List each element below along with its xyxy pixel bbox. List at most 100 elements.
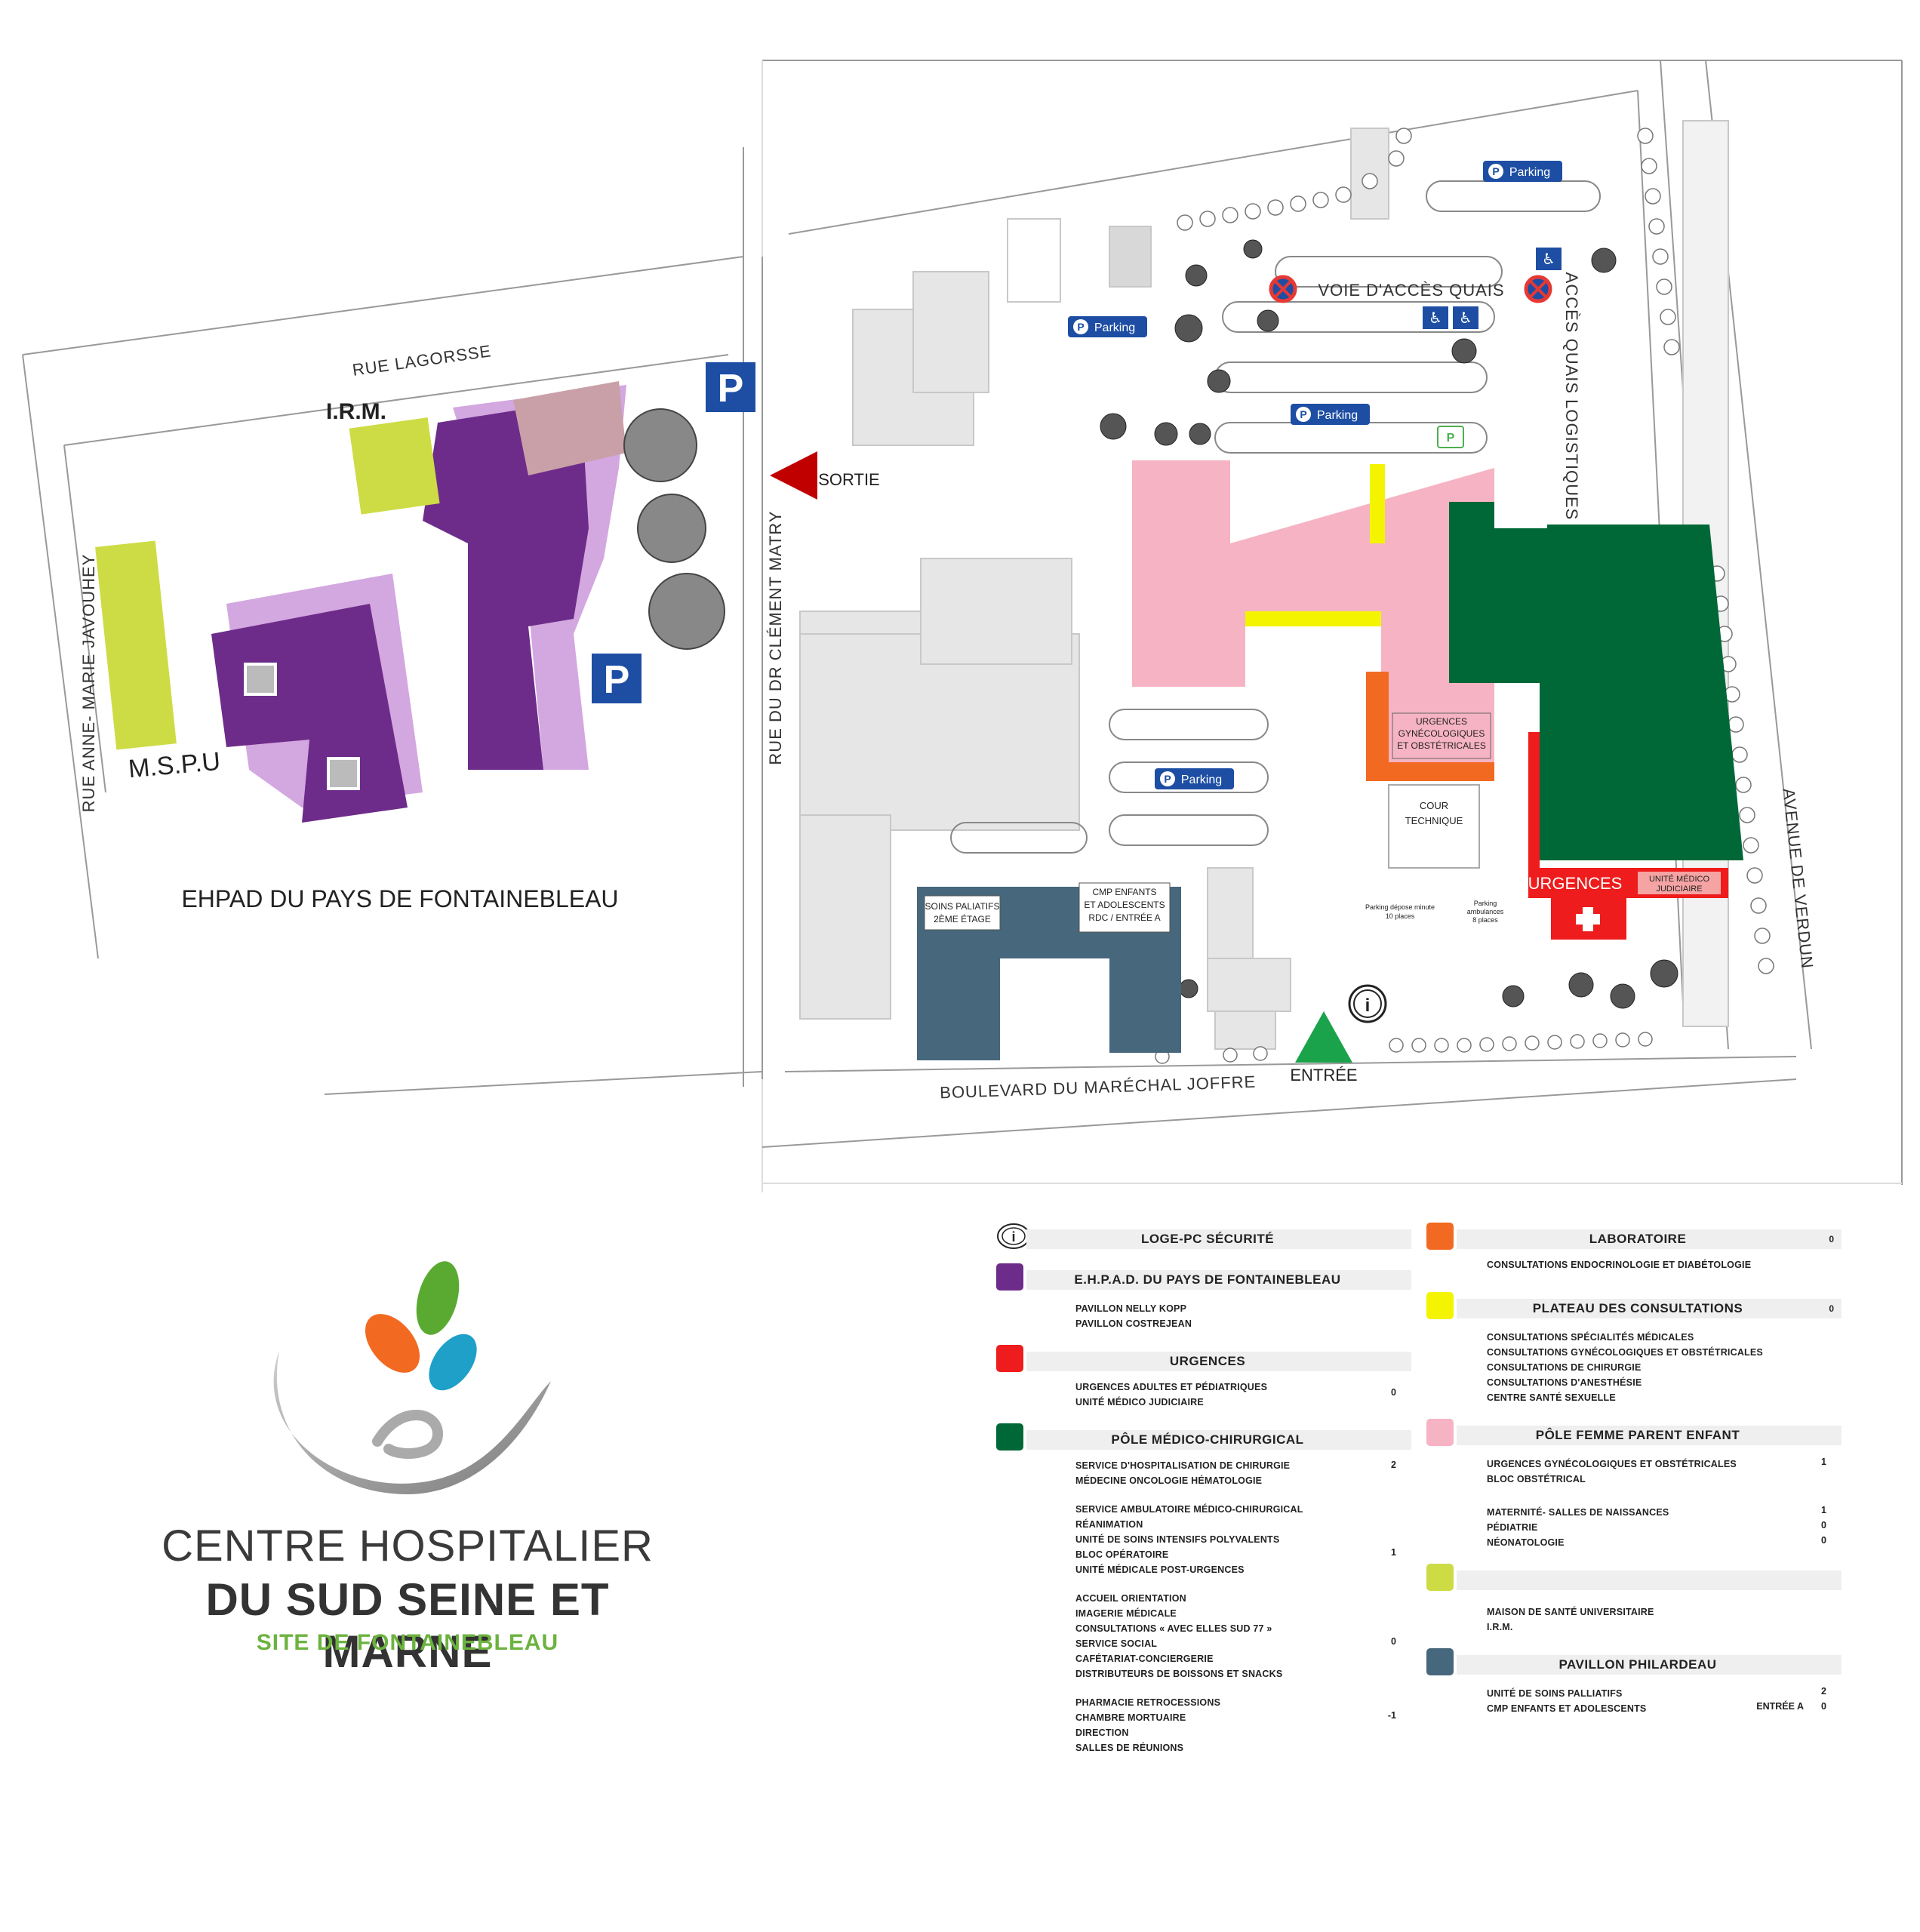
legend-right-column: LABORATOIRE 0 CONSULTATIONS ENDOCRINOLOG… (1419, 1223, 1842, 1730)
svg-text:P: P (1164, 773, 1171, 785)
svg-text:♿: ♿ (1429, 310, 1442, 327)
legend-urgences: URGENCES URGENCES ADULTES ET PÉDIATRIQUE… (989, 1345, 1411, 1410)
parking-label: Parking (1181, 774, 1222, 786)
yellow-consultations-bottom (1245, 611, 1381, 626)
legend-title: PLATEAU DES CONSULTATIONS (1532, 1301, 1743, 1315)
parking-badge: P Parking (1155, 768, 1234, 789)
floor-number: 0 (1821, 1520, 1826, 1531)
label-amb-1: Parking (1474, 900, 1497, 907)
street-boulevard: BOULEVARD DU MARÉCHAL JOFFRE (940, 1072, 1257, 1103)
mspu-building (95, 540, 177, 750)
floor-number: 2 (1391, 1460, 1396, 1470)
medical-cross-icon (1576, 907, 1600, 931)
legend-title: E.H.P.A.D. DU PAYS DE FONTAINEBLEAU (1074, 1272, 1341, 1287)
legend-item: CENTRE SANTÉ SEXUELLE (1487, 1392, 1616, 1403)
legend-plateau-consultations: PLATEAU DES CONSULTATIONS 0 CONSULTATION… (1419, 1292, 1842, 1405)
floor-number: 0 (1821, 1535, 1826, 1546)
sortie-arrow-icon (770, 451, 817, 500)
irm-building (349, 417, 440, 515)
entree-arrow-icon (1295, 1011, 1352, 1063)
ehpad-pink-hatch (513, 381, 626, 475)
label-ehpad: EHPAD DU PAYS DE FONTAINEBLEAU (181, 885, 618, 912)
svg-text:P: P (1300, 408, 1306, 420)
legend-item: SERVICE SOCIAL (1075, 1638, 1158, 1649)
svg-text:P: P (718, 367, 744, 411)
label-amb-3: 8 places (1472, 916, 1498, 924)
floor-number: 2 (1821, 1686, 1826, 1697)
label-depose-1: Parking dépose minute (1365, 903, 1435, 911)
parking-badge: P Parking (1291, 404, 1370, 425)
label-cmp-2: ET ADOLESCENTS (1084, 900, 1165, 910)
label-cour-1: COUR (1420, 800, 1448, 811)
legend-item: UNITÉ DE SOINS PALLIATIFS (1487, 1688, 1623, 1699)
parking-badge: P Parking (1483, 161, 1562, 182)
parking-sign-large: P (706, 362, 755, 412)
legend-title: PÔLE MÉDICO-CHIRURGICAL (1111, 1432, 1304, 1447)
legend-item: UNITÉ MÉDICO JUDICIAIRE (1075, 1397, 1204, 1407)
svg-text:♿: ♿ (1459, 310, 1472, 327)
legend-item: DIRECTION (1075, 1727, 1129, 1738)
ehpad-window (327, 757, 360, 790)
svg-text:P: P (1077, 321, 1084, 333)
legend-item: PAVILLON COSTREJEAN (1075, 1318, 1192, 1329)
label-urgences: URGENCES (1528, 874, 1623, 893)
cmp-label-box (1078, 882, 1171, 933)
label-urg-gyn-1: URGENCES (1416, 716, 1467, 727)
legend-item: SERVICE AMBULATOIRE MÉDICO-CHIRURGICAL (1075, 1504, 1303, 1515)
legend-item: PAVILLON NELLY KOPP (1075, 1303, 1187, 1314)
legend-item: MAISON DE SANTÉ UNIVERSITAIRE (1487, 1607, 1654, 1617)
svg-text:P: P (604, 658, 630, 702)
entree-label: ENTRÉE A (1756, 1701, 1804, 1712)
urg-gyn-label-box (1392, 712, 1491, 759)
parking-label: Parking (1317, 409, 1358, 422)
yellow-consultations-top (1370, 464, 1385, 543)
legend-title: PAVILLON PHILARDEAU (1558, 1657, 1717, 1672)
info-icon: i (1348, 984, 1387, 1023)
legend-ehpad: E.H.P.A.D. DU PAYS DE FONTAINEBLEAU PAVI… (989, 1263, 1411, 1331)
legend-item: URGENCES GYNÉCOLOGIQUES ET OBSTÉTRICALES (1487, 1459, 1737, 1469)
legend-item: BLOC OBSTÉTRICAL (1487, 1474, 1586, 1484)
legend-item: URGENCES ADULTES ET PÉDIATRIQUES (1075, 1382, 1268, 1392)
street-acces-quais: ACCÈS QUAIS LOGISTIQUES (1562, 272, 1581, 521)
floor-number: 1 (1821, 1505, 1826, 1515)
legend-laboratoire: LABORATOIRE 0 CONSULTATIONS ENDOCRINOLOG… (1419, 1223, 1842, 1272)
legend-maison-sante: MAISON DE SANTÉ UNIVERSITAIRE I.R.M. (1419, 1564, 1842, 1635)
legend-item: CONSULTATIONS « AVEC ELLES SUD 77 » (1075, 1623, 1272, 1634)
legend-title: URGENCES (1169, 1354, 1246, 1368)
parking-label: Parking (1094, 321, 1135, 334)
ehpad-trees (623, 408, 725, 650)
street-rue-anne-marie: RUE ANNE- MARIE JAVOUHEY (79, 554, 98, 813)
label-urg-gyn-2: GYNÉCOLOGIQUES (1398, 728, 1485, 739)
floor-number: 0 (1829, 1234, 1834, 1244)
label-sortie: SORTIE (818, 470, 880, 489)
color-swatch (1426, 1223, 1454, 1250)
floor-number: 0 (1391, 1636, 1396, 1647)
red-urgences (1528, 732, 1540, 891)
cour-technique (1388, 784, 1480, 869)
street-avenue-verdun: AVENUE DE VERDUN (1779, 787, 1817, 970)
legend-item: IMAGERIE MÉDICALE (1075, 1608, 1177, 1619)
street-voie-quais: VOIE D'ACCÈS QUAIS (1318, 281, 1504, 300)
label-amb-2: ambulances (1467, 908, 1504, 915)
label-mspu: M.S.P.U (128, 747, 222, 784)
trees (1100, 239, 1678, 1009)
color-swatch (1426, 1292, 1454, 1319)
legend-pole-medico-chirurgical: PÔLE MÉDICO-CHIRURGICAL SERVICE D'HOSPIT… (989, 1423, 1411, 1755)
label-entree: ENTRÉE (1290, 1066, 1357, 1084)
legend: i LOGE-PC SÉCURITÉ E.H.P.A.D. DU PAYS DE… (989, 1223, 1857, 1766)
legend-item: BLOC OPÉRATOIRE (1075, 1549, 1169, 1560)
legend-loge: i LOGE-PC SÉCURITÉ (989, 1223, 1411, 1250)
color-swatch (1426, 1564, 1454, 1591)
legend-item: DISTRIBUTEURS DE BOISSONS ET SNACKS (1075, 1669, 1283, 1679)
legend-philardeau: PAVILLON PHILARDEAU UNITÉ DE SOINS PALLI… (1419, 1648, 1842, 1716)
legend-title: PÔLE FEMME PARENT ENFANT (1535, 1428, 1740, 1442)
label-cmp-1: CMP ENFANTS (1092, 887, 1156, 897)
label-cmp-3: RDC / ENTRÉE A (1088, 912, 1160, 923)
legend-item: CMP ENFANTS ET ADOLESCENTS (1487, 1703, 1647, 1714)
floor-number: 0 (1829, 1303, 1834, 1314)
legend-item: PÉDIATRIE (1487, 1522, 1538, 1533)
label-irm: I.R.M. (326, 399, 386, 424)
legend-item: UNITÉ DE SOINS INTENSIFS POLYVALENTS (1075, 1534, 1280, 1545)
legend-item: CONSULTATIONS D'ANESTHÉSIE (1487, 1377, 1642, 1388)
disabled-parking-icon: ♿ ♿ ♿ (1423, 248, 1562, 329)
